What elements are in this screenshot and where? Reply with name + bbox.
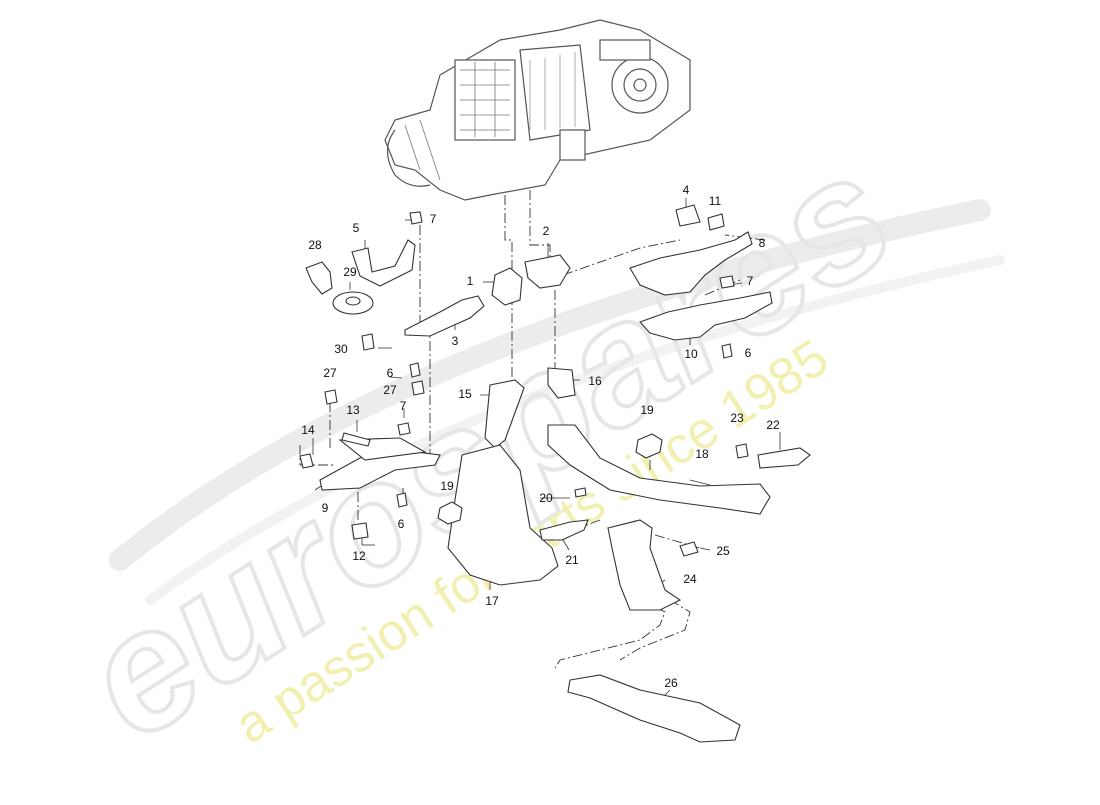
callout-7a: 7 — [429, 212, 437, 226]
part-15 — [484, 379, 525, 449]
part-26 — [567, 674, 741, 743]
callout-30: 30 — [334, 342, 348, 356]
part-19a — [635, 433, 663, 459]
part-19b — [437, 501, 463, 525]
watermark-brand: eurospares — [52, 117, 924, 776]
callout-7b: 7 — [746, 274, 754, 288]
part-23 — [735, 443, 749, 459]
part-18 — [547, 424, 771, 515]
part-22 — [757, 447, 811, 469]
part-10 — [639, 291, 773, 341]
part-6c — [721, 343, 733, 359]
callout-21: 21 — [565, 553, 579, 567]
callout-24: 24 — [683, 572, 697, 586]
part-13 — [341, 432, 371, 447]
hvac-unit — [384, 19, 691, 201]
callout-19b: 19 — [440, 479, 454, 493]
callout-27a: 27 — [323, 366, 337, 380]
callout-28: 28 — [308, 238, 322, 252]
part-20 — [574, 487, 587, 498]
callout-26: 26 — [664, 676, 678, 690]
part-7b — [719, 275, 735, 289]
callout-16: 16 — [588, 374, 602, 388]
callout-14: 14 — [301, 423, 315, 437]
callout-8: 8 — [758, 236, 766, 250]
callout-15: 15 — [458, 387, 472, 401]
part-21 — [539, 519, 589, 541]
part-30 — [361, 333, 375, 351]
parts — [299, 204, 811, 743]
watermark: eurospares a passion for parts since 198… — [50, 115, 1005, 778]
part-6b — [396, 492, 408, 508]
callout-18: 18 — [695, 447, 709, 461]
callout-1: 1 — [466, 274, 474, 288]
callout-4: 4 — [682, 183, 690, 197]
part-3 — [404, 295, 485, 337]
callout-6a: 6 — [386, 366, 394, 380]
part-1 — [491, 267, 523, 306]
callout-7c: 7 — [399, 399, 407, 413]
part-25 — [679, 541, 699, 557]
callout-2: 2 — [542, 224, 550, 238]
callout-10: 10 — [684, 347, 698, 361]
part-7a — [409, 211, 423, 225]
callout-27b: 27 — [383, 383, 397, 397]
callout-3: 3 — [451, 334, 459, 348]
callout-29: 29 — [343, 265, 357, 279]
callout-9: 9 — [321, 501, 329, 515]
callout-19a: 19 — [640, 403, 654, 417]
part-24 — [607, 519, 682, 611]
part-14 — [299, 453, 314, 469]
part-27a — [324, 389, 338, 405]
part-5 — [351, 239, 416, 287]
part-17 — [447, 444, 559, 586]
callout-17: 17 — [485, 594, 499, 608]
part-12 — [351, 522, 369, 540]
callout-22: 22 — [766, 418, 780, 432]
part-11 — [707, 213, 725, 231]
callout-25: 25 — [716, 544, 730, 558]
callout-6b: 6 — [397, 517, 405, 531]
callout-13: 13 — [346, 403, 360, 417]
callout-12: 12 — [352, 549, 366, 563]
part-4 — [675, 204, 701, 227]
part-2 — [524, 254, 571, 289]
part-27b — [411, 380, 425, 396]
part-6a — [409, 362, 421, 378]
callout-20: 20 — [539, 491, 553, 505]
part-28 — [305, 261, 333, 295]
callout-6c: 6 — [744, 346, 752, 360]
callout-5: 5 — [352, 221, 360, 235]
watermark-swoosh — [109, 199, 991, 571]
callout-23: 23 — [730, 411, 744, 425]
callout-11: 11 — [708, 194, 722, 208]
part-7c — [397, 422, 411, 436]
part-16 — [547, 367, 576, 399]
part-8 — [629, 231, 753, 296]
